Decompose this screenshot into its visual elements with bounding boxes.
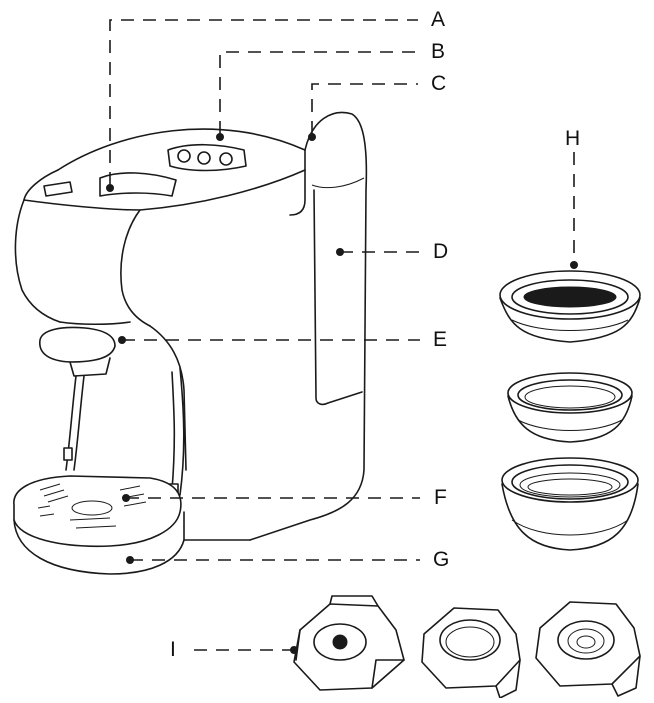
callout-c xyxy=(308,83,418,141)
adapter-1 xyxy=(293,595,405,691)
callout-i xyxy=(194,646,298,654)
machine-body xyxy=(13,111,368,575)
callout-f xyxy=(122,494,420,502)
callout-d xyxy=(336,248,420,256)
adapter-2 xyxy=(421,607,521,699)
capsule-cup-3 xyxy=(501,457,639,551)
callout-e xyxy=(118,336,420,344)
callout-a xyxy=(106,19,418,192)
callout-g xyxy=(126,556,420,564)
callout-b xyxy=(216,51,418,141)
label-f: F xyxy=(434,486,447,509)
label-h: H xyxy=(565,127,581,150)
callout-h xyxy=(570,152,578,269)
label-d: D xyxy=(433,240,449,263)
label-e: E xyxy=(433,328,448,351)
label-c: C xyxy=(431,72,447,95)
capsule-cup-1 xyxy=(499,270,641,343)
label-i: I xyxy=(170,638,176,661)
label-g: G xyxy=(433,548,450,571)
label-b: B xyxy=(431,40,446,63)
capsule-cup-2 xyxy=(507,372,633,443)
label-a: A xyxy=(431,8,446,31)
adapter-3 xyxy=(535,601,641,697)
